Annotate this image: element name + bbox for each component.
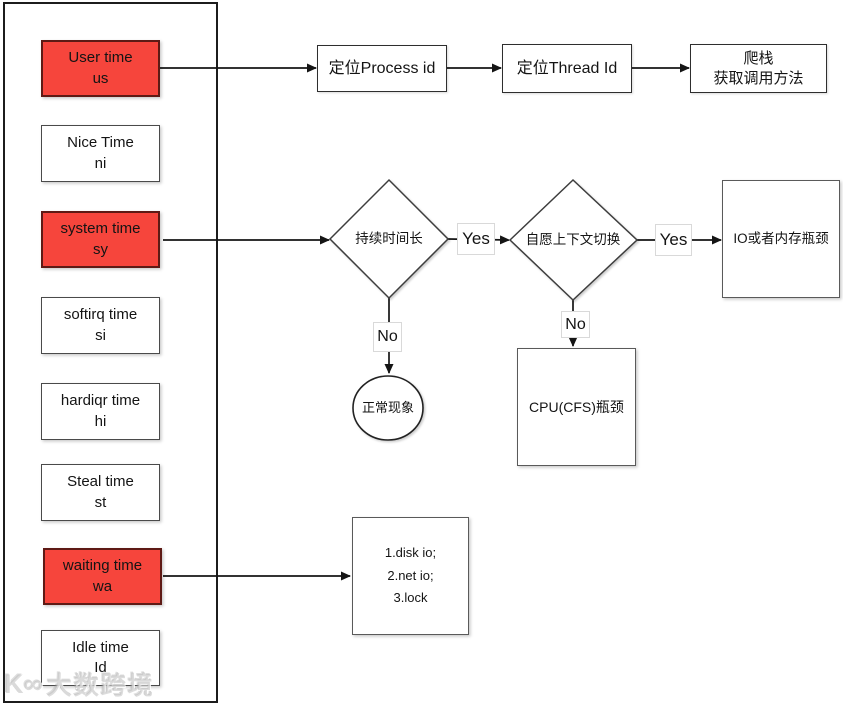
normal-phenomenon-label: 正常现象 [361,399,414,415]
list-item-disk-io: 1.disk io; [384,544,437,560]
node-label: 爬栈 [743,50,774,67]
result-io-memory-bottleneck: IO或者内存瓶颈 [722,180,840,298]
node-sublabel: Id [94,659,107,676]
result-cpu-cfs-bottleneck: CPU(CFS)瓶颈 [517,348,636,466]
sidebar-item-user-time: User time us [41,40,160,97]
step-stack-trace: 爬栈 获取调用方法 [690,44,827,93]
node-label: Idle time [72,638,129,656]
node-sublabel: us [92,69,109,87]
step-locate-thread-id: 定位Thread Id [502,44,632,93]
sidebar-item-softirq-time: softirq time si [41,297,160,354]
sidebar-item-waiting-time: waiting time wa [43,548,162,605]
node-sublabel: 获取调用方法 [713,69,804,87]
node-label: hardiqr time [60,392,141,410]
sidebar-item-steal-time: Steal time st [41,464,160,521]
node-sublabel: st [94,493,107,511]
sidebar-item-hardirq-time: hardiqr time hi [41,383,160,440]
node-sublabel: sy [93,240,108,258]
node-label: User time [68,49,133,67]
yes-label-1: Yes [457,223,495,255]
node-label: Nice Time [67,134,134,152]
node-label: 定位Process id [328,59,436,77]
no-label-2: No [561,311,590,338]
node-label: CPU(CFS)瓶颈 [529,398,624,415]
step-locate-process-id: 定位Process id [317,45,447,92]
decision-context-switch-label: 自愿上下文切换 [525,232,621,248]
node-sublabel: ni [94,154,107,172]
watermark-text: 大数跨境 [46,672,155,700]
node-sublabel: wa [92,577,113,595]
watermark-logo-icon: K∞ [4,668,43,699]
watermark: K∞ 大数跨境 [4,666,155,702]
decision-duration-label: 持续时间长 [355,231,423,247]
normal-phenomenon-circle [352,375,424,441]
sidebar-item-nice-time: Nice Time ni [41,125,160,182]
node-label: softirq time [63,306,138,324]
no-label-1: No [373,322,402,352]
list-item-net-io: 2.net io; [387,567,434,583]
sidebar-item-idle-time: Idle time Id [41,630,160,686]
cpu-time-panel [3,2,218,703]
list-item-lock: 3.lock [393,590,428,606]
waiting-causes-list: 1.disk io; 2.net io; 3.lock [352,517,469,635]
node-sublabel: hi [94,412,107,430]
node-label: 定位Thread Id [516,59,618,77]
decision-diamond-context-switch [508,178,639,302]
node-label: waiting time [62,557,143,575]
yes-label-2: Yes [655,224,692,256]
node-sublabel: si [95,326,106,344]
decision-diamond-duration [328,178,450,300]
node-label: system time [60,220,141,238]
node-label: Steal time [67,473,134,491]
sidebar-item-system-time: system time sy [41,211,160,268]
node-label: IO或者内存瓶颈 [733,230,829,246]
